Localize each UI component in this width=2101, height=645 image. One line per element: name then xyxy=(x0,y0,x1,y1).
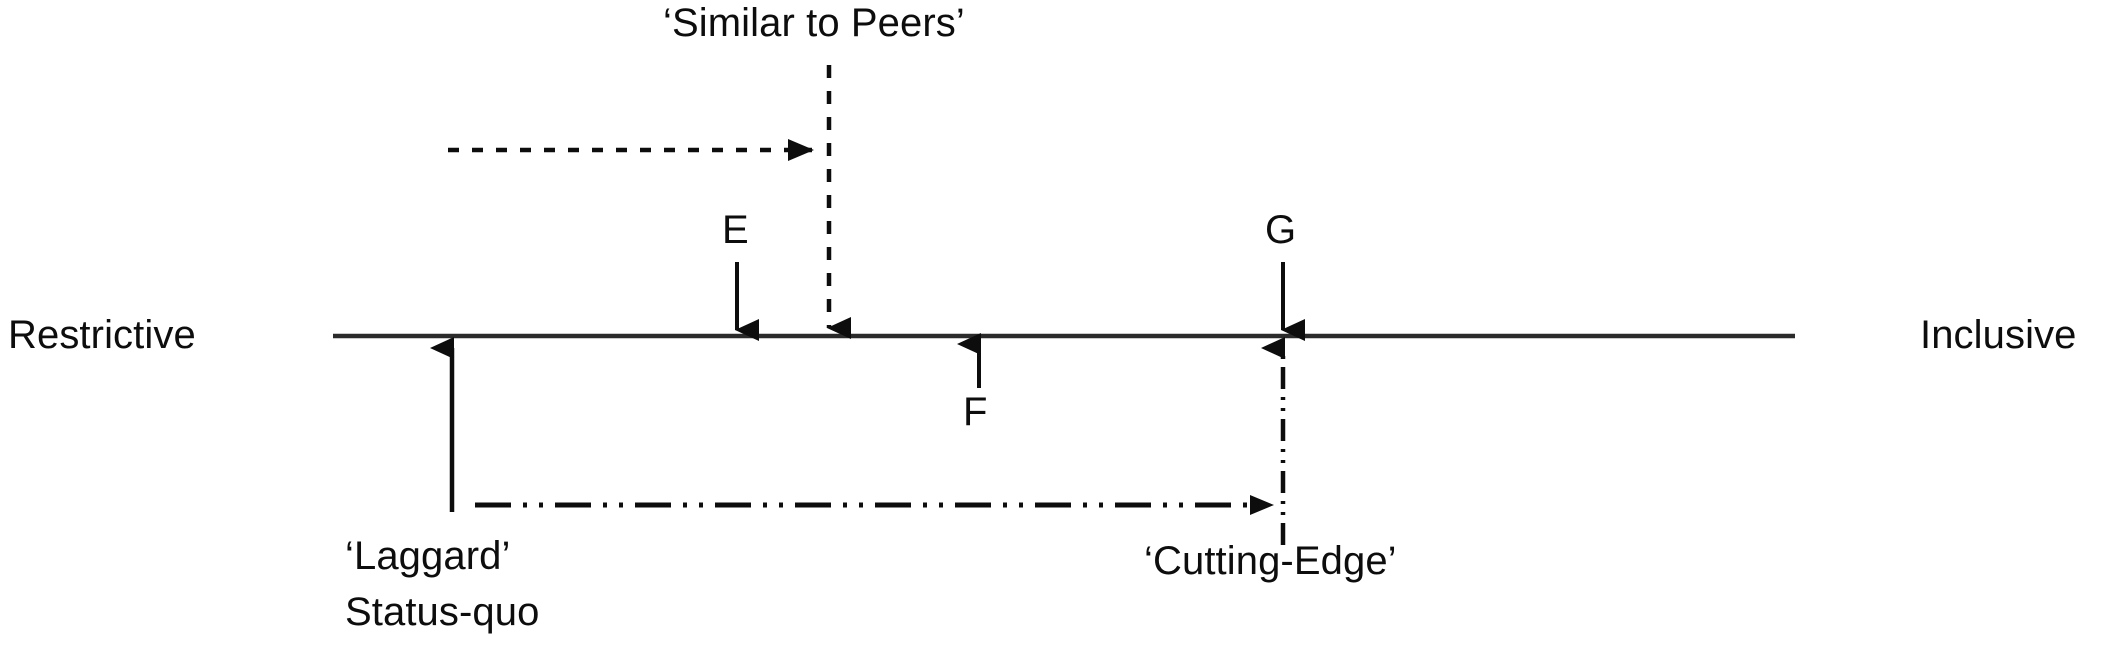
annotation-similar-to-peers: ‘Similar to Peers’ xyxy=(663,1,965,45)
marker-label-E: E xyxy=(722,208,749,252)
marker-label-F: F xyxy=(963,390,988,434)
axis-label-restrictive: Restrictive xyxy=(8,313,196,357)
marker-label-G: G xyxy=(1265,208,1297,252)
annotation-laggard-line1: ‘Laggard’ xyxy=(345,534,511,578)
annotation-laggard-line2: Status-quo xyxy=(345,590,540,634)
annotation-cutting-edge: ‘Cutting-Edge’ xyxy=(1144,539,1397,583)
axis-label-inclusive: Inclusive xyxy=(1920,313,2077,357)
